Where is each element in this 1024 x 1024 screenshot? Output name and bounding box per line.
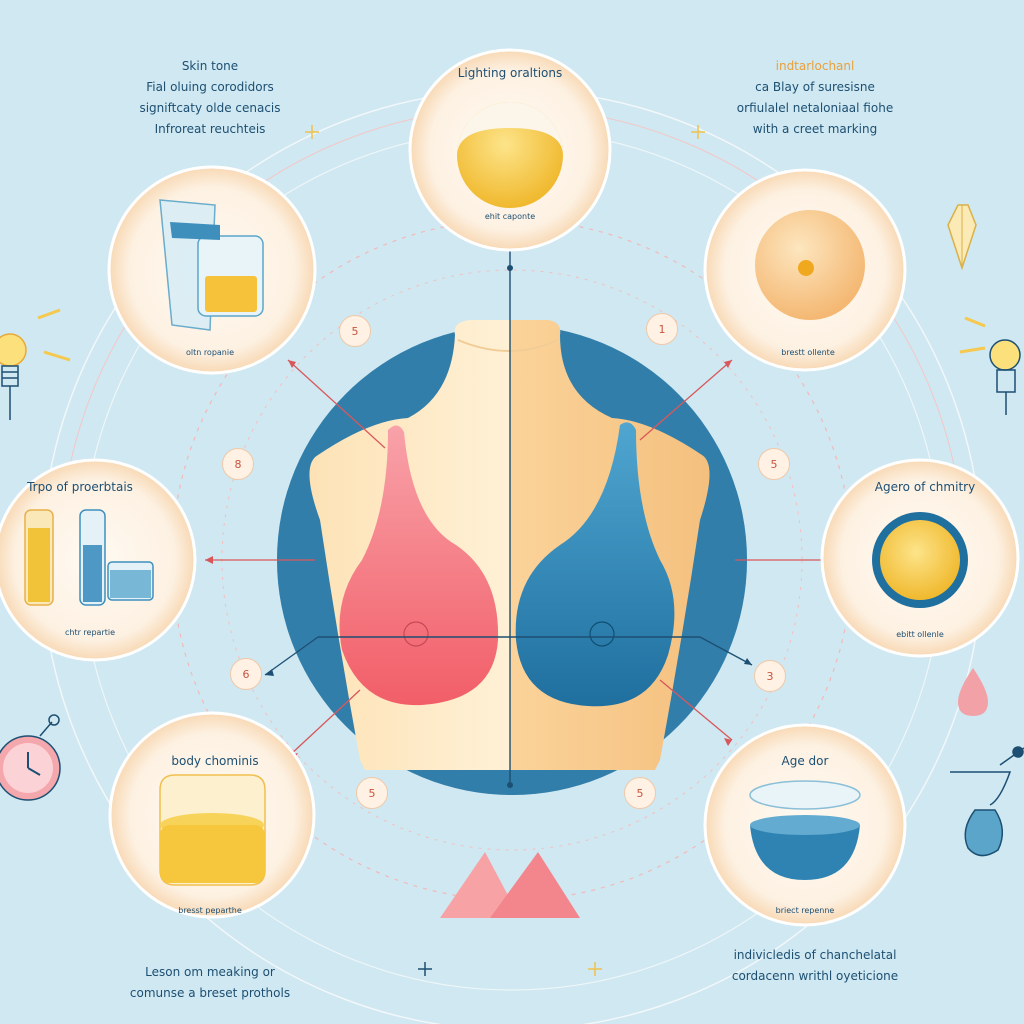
circle-top-title: Lighting oraltions xyxy=(457,66,563,80)
circle-lower-right-caption: briect repenne xyxy=(775,906,835,915)
circle-upper-right xyxy=(703,168,907,372)
circle-lower-right xyxy=(703,723,907,927)
top-right-line-1: ca Blay of suresisne xyxy=(755,80,875,94)
crystal-icon xyxy=(947,204,977,271)
marker-right-low: 3 xyxy=(754,660,786,692)
top-left-line-2: signiftcaty olde cenacis xyxy=(139,101,281,115)
top-right-line-3: with a creet marking xyxy=(752,122,878,136)
circle-middle-right xyxy=(820,458,1020,658)
bottom-left-line-2: comunse a breset prothols xyxy=(129,986,291,1000)
bottom-right-line-2: cordacenn writhl oyeticione xyxy=(731,969,899,983)
droplet-icon xyxy=(958,668,988,716)
alarm-clock-icon xyxy=(0,714,61,801)
circle-middle-left xyxy=(0,458,197,662)
left-breast-pink xyxy=(339,425,499,706)
bottom-right-line-1: indivicledis of chanchelatal xyxy=(733,948,897,962)
top-left-line-1: Fial oluing corodidors xyxy=(146,80,274,94)
axis-lines xyxy=(318,245,700,785)
marker-left-top: 5 xyxy=(339,315,371,347)
marker-right-top: 1 xyxy=(646,313,678,345)
bottom-right-block: indivicledis of chanchelatal cordacenn w… xyxy=(700,945,930,987)
pump-icon xyxy=(950,746,1024,857)
marker-left-low: 6 xyxy=(230,658,262,690)
circle-middle-left-caption: chtr repartie xyxy=(64,628,116,637)
top-right-block: indtarlochanl ca Blay of suresisne orfiu… xyxy=(715,56,915,140)
circle-middle-right-title: Agero of chmitry xyxy=(874,480,976,494)
connector-arrows xyxy=(205,359,835,756)
circle-upper-left xyxy=(107,165,317,375)
top-right-line-2: orfiulalel netaloniaal fiohe xyxy=(736,101,894,115)
circle-middle-right-caption: ebitt ollenle xyxy=(896,630,944,639)
marker-bottom-right: 5 xyxy=(624,777,656,809)
right-breast-blue xyxy=(515,422,675,707)
lightbulb-icon-right xyxy=(959,316,1021,415)
top-left-heading: Skin tone xyxy=(181,59,239,73)
circle-lower-left xyxy=(108,711,316,919)
circle-lower-left-caption: bresst peparthe xyxy=(178,906,242,915)
circle-upper-right-caption: brestt ollente xyxy=(781,348,835,357)
marker-right-mid: 5 xyxy=(758,448,790,480)
circle-lower-right-title: Age dor xyxy=(781,754,829,768)
marker-bottom-left: 5 xyxy=(356,777,388,809)
top-left-line-3: Infroreat reuchteis xyxy=(154,122,266,136)
top-right-heading: indtarlochanl xyxy=(775,59,855,73)
circle-lower-left-title: body chominis xyxy=(171,754,259,768)
bottom-left-line-1: Leson om meaking or xyxy=(145,965,275,979)
lightbulb-icon-left xyxy=(0,308,71,420)
top-left-block: Skin tone Fial oluing corodidors signift… xyxy=(110,56,310,140)
circle-middle-left-title: Trpo of proerbtais xyxy=(27,480,133,494)
marker-left-mid: 8 xyxy=(222,448,254,480)
circle-top xyxy=(408,48,612,252)
sparkle-icon xyxy=(305,125,705,976)
circle-upper-left-caption: oltn ropanie xyxy=(185,348,235,357)
circle-top-caption: ehit caponte xyxy=(484,212,536,221)
bottom-left-block: Leson om meaking or comunse a breset pro… xyxy=(110,962,310,1004)
pyramid-shape xyxy=(440,852,580,918)
